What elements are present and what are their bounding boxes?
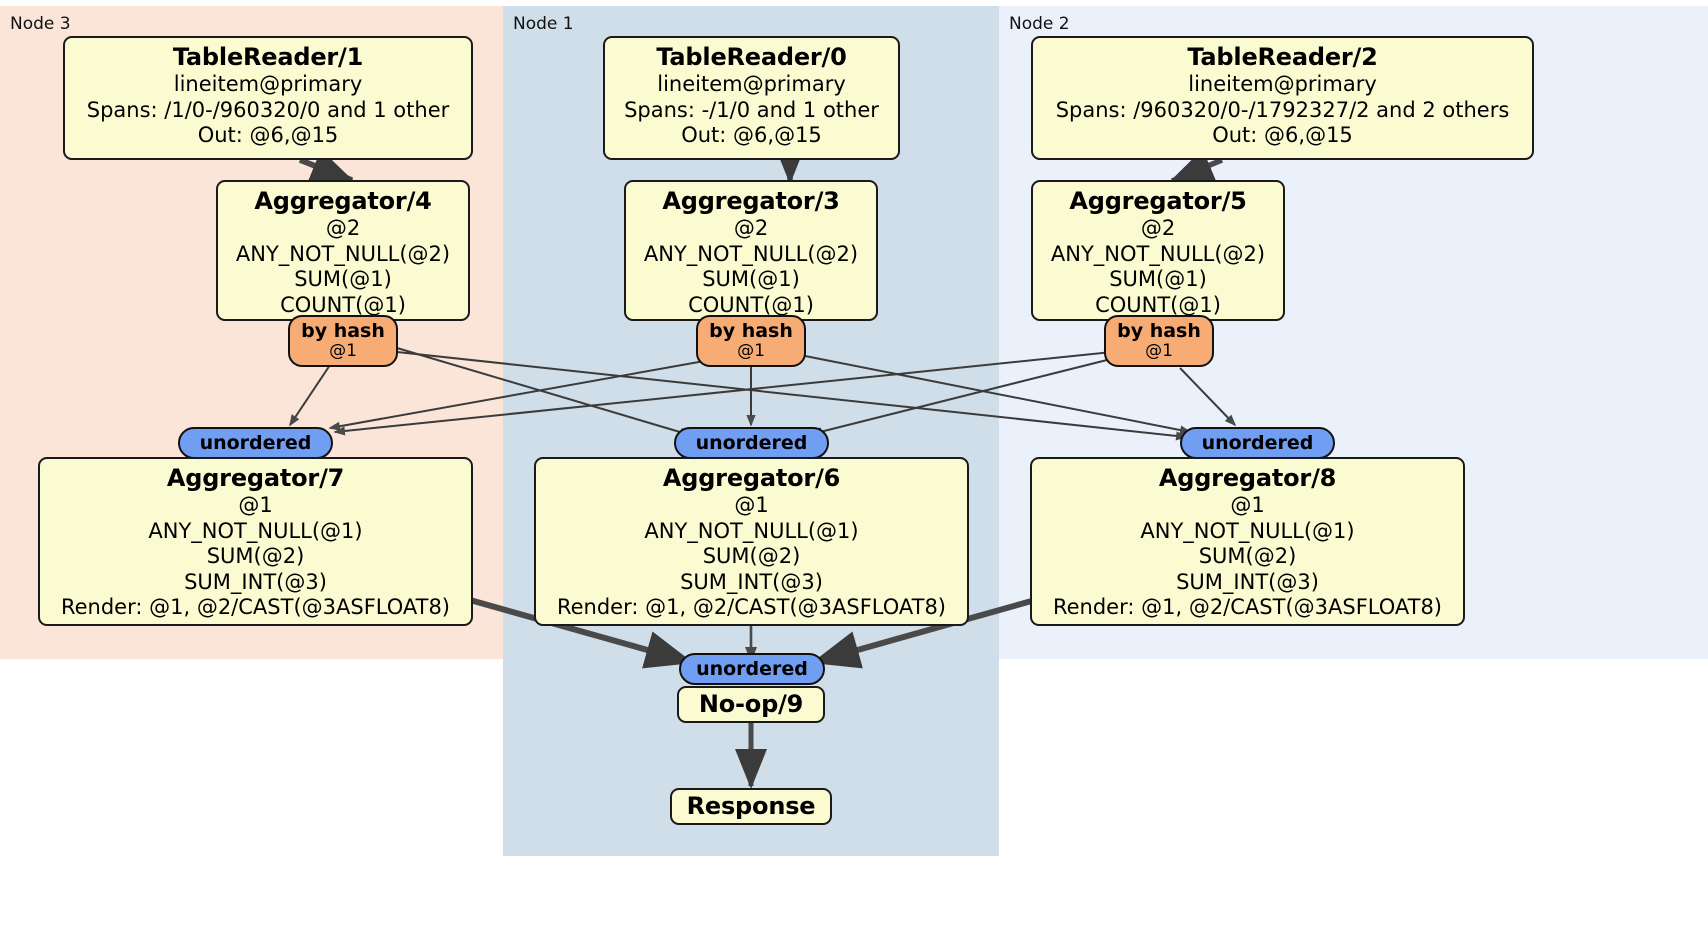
box-line: Spans: /1/0-/960320/0 and 1 other	[86, 97, 450, 122]
box-line: @2	[1140, 216, 1176, 240]
router-sublabel: @1	[1145, 341, 1173, 361]
synchronizer-label: unordered	[695, 431, 808, 454]
box-line: ANY_NOT_NULL(@1)	[644, 518, 859, 543]
box-line: COUNT(@1)	[688, 292, 814, 317]
box-line: ANY_NOT_NULL(@1)	[148, 518, 363, 543]
synchronizer-label: unordered	[696, 657, 808, 680]
box-aggregator-8[interactable]: Aggregator/8 @1 ANY_NOT_NULL(@1) SUM(@2)…	[1030, 457, 1465, 626]
box-line: COUNT(@1)	[280, 292, 406, 317]
box-title: Aggregator/7	[166, 464, 345, 492]
box-line: SUM(@2)	[206, 544, 305, 568]
synchronizer-label: unordered	[1201, 431, 1314, 454]
box-line: ANY_NOT_NULL(@2)	[235, 241, 451, 266]
box-noop-9[interactable]: No-op/9	[677, 686, 825, 723]
synchronizer-unordered-mid[interactable]: unordered	[674, 427, 829, 459]
box-title: TableReader/1	[172, 43, 364, 71]
router-sublabel: @1	[329, 341, 357, 361]
box-line: Spans: /960320/0-/1792327/2 and 2 others	[1055, 97, 1510, 122]
box-line: ANY_NOT_NULL(@2)	[1050, 241, 1266, 266]
box-line: SUM(@1)	[294, 267, 392, 291]
box-line: Out: @6,@15	[197, 123, 339, 147]
box-line: COUNT(@1)	[1095, 292, 1221, 317]
box-title: Aggregator/3	[662, 187, 840, 215]
router-label: by hash	[301, 320, 385, 342]
box-line: SUM(@2)	[1198, 544, 1297, 568]
box-aggregator-7[interactable]: Aggregator/7 @1 ANY_NOT_NULL(@1) SUM(@2)…	[38, 457, 473, 626]
box-line: @2	[325, 216, 361, 240]
synchronizer-unordered-right[interactable]: unordered	[1180, 427, 1335, 459]
box-line: Out: @6,@15	[681, 123, 822, 147]
box-line: @1	[238, 493, 273, 517]
box-line: @1	[734, 493, 769, 517]
synchronizer-unordered-left[interactable]: unordered	[178, 427, 333, 459]
router-by-hash-left[interactable]: by hash @1	[288, 315, 398, 367]
box-tablereader-0[interactable]: TableReader/0 lineitem@primary Spans: -/…	[603, 36, 900, 160]
box-line: Spans: -/1/0 and 1 other	[624, 97, 879, 122]
box-line: lineitem@primary	[173, 72, 363, 96]
router-by-hash-right[interactable]: by hash @1	[1104, 315, 1214, 367]
node-panel-label: Node 3	[10, 14, 71, 34]
box-line: @1	[1230, 493, 1265, 517]
box-title: No-op/9	[698, 690, 804, 718]
box-line: SUM(@1)	[702, 267, 800, 291]
box-title: TableReader/0	[656, 43, 847, 71]
box-line: SUM_INT(@3)	[184, 569, 327, 594]
box-title: Aggregator/4	[254, 187, 432, 215]
box-line: SUM_INT(@3)	[1176, 569, 1319, 594]
box-aggregator-3[interactable]: Aggregator/3 @2 ANY_NOT_NULL(@2) SUM(@1)…	[624, 180, 878, 321]
box-aggregator-4[interactable]: Aggregator/4 @2 ANY_NOT_NULL(@2) SUM(@1)…	[216, 180, 470, 321]
node-panel-label: Node 1	[513, 14, 574, 34]
box-line: SUM(@2)	[702, 544, 801, 568]
router-label: by hash	[1117, 320, 1201, 342]
box-title: Response	[686, 792, 816, 820]
node-panel-label: Node 2	[1009, 14, 1070, 34]
box-title: Aggregator/8	[1158, 464, 1337, 492]
box-response[interactable]: Response	[670, 788, 832, 825]
box-tablereader-2[interactable]: TableReader/2 lineitem@primary Spans: /9…	[1031, 36, 1534, 160]
synchronizer-unordered-final[interactable]: unordered	[679, 653, 825, 685]
router-sublabel: @1	[737, 341, 765, 361]
box-line: SUM(@1)	[1109, 267, 1207, 291]
box-line: ANY_NOT_NULL(@2)	[643, 241, 859, 266]
router-by-hash-mid[interactable]: by hash @1	[696, 315, 806, 367]
box-aggregator-6[interactable]: Aggregator/6 @1 ANY_NOT_NULL(@1) SUM(@2)…	[534, 457, 969, 626]
box-line: Out: @6,@15	[1212, 123, 1353, 147]
box-aggregator-5[interactable]: Aggregator/5 @2 ANY_NOT_NULL(@2) SUM(@1)…	[1031, 180, 1285, 321]
box-title: Aggregator/5	[1069, 187, 1247, 215]
box-line: lineitem@primary	[657, 72, 846, 96]
box-line: Render: @1, @2/CAST(@3ASFLOAT8)	[556, 595, 947, 619]
box-title: TableReader/2	[1187, 43, 1378, 71]
box-line: SUM_INT(@3)	[680, 569, 823, 594]
box-line: lineitem@primary	[1188, 72, 1377, 96]
box-line: Render: @1, @2/CAST(@3ASFLOAT8)	[60, 595, 451, 619]
box-line: Render: @1, @2/CAST(@3ASFLOAT8)	[1052, 595, 1443, 619]
router-label: by hash	[709, 320, 793, 342]
box-title: Aggregator/6	[662, 464, 841, 492]
synchronizer-label: unordered	[199, 431, 312, 454]
box-tablereader-1[interactable]: TableReader/1 lineitem@primary Spans: /1…	[63, 36, 473, 160]
box-line: ANY_NOT_NULL(@1)	[1140, 518, 1355, 543]
box-line: @2	[733, 216, 769, 240]
